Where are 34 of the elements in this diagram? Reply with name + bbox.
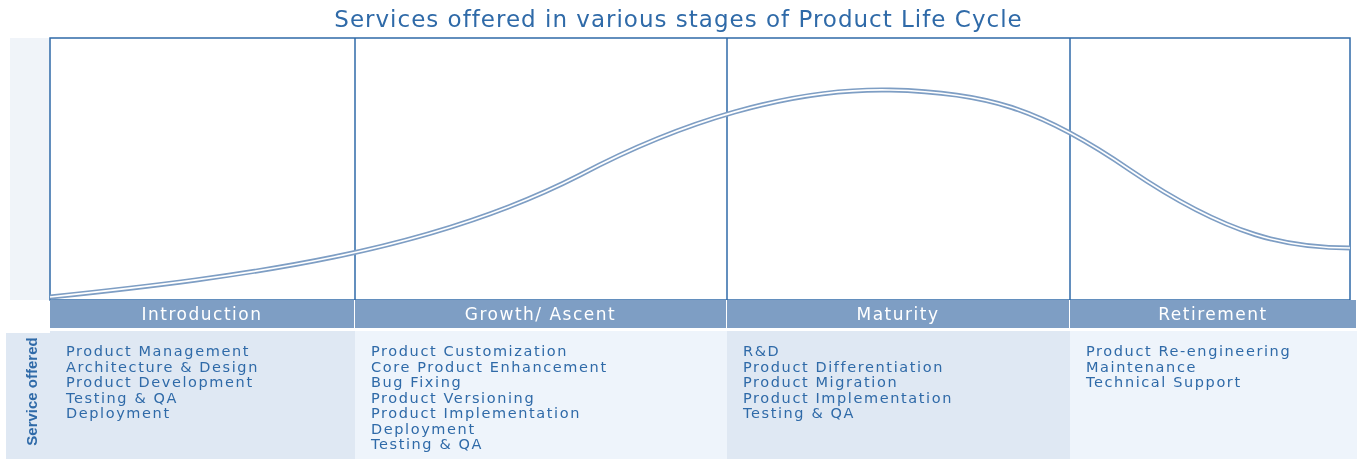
service-item: Product Customization	[371, 344, 570, 360]
stage-name: Growth/ Ascent	[464, 304, 617, 324]
service-item: Product Implementation	[743, 390, 954, 406]
axis-label: Service offered	[22, 336, 40, 447]
services-panel	[50, 331, 355, 459]
services-panel	[1070, 331, 1357, 459]
service-item: Testing & QA	[66, 390, 179, 406]
services-panel	[727, 331, 1070, 459]
service-item: Core Product Enhancement	[371, 359, 609, 375]
service-item: Bug Fixing	[371, 375, 464, 391]
service-item: Product Management	[66, 344, 251, 360]
stage-header	[1070, 300, 1357, 328]
stage-name: Maturity	[856, 304, 940, 324]
service-item: Product Differentiation	[743, 359, 945, 375]
chart-title: Services offered in various stages of Product Life Cycle	[333, 6, 1024, 32]
stage-name: Introduction	[141, 304, 263, 324]
service-item: Product Versioning	[371, 390, 537, 406]
service-item: Deployment	[66, 406, 172, 422]
service-item: Maintenance	[1086, 359, 1197, 375]
service-item: R&D	[743, 344, 782, 360]
service-item: Product Re-engineering	[1086, 344, 1293, 360]
stage-name: Retirement	[1158, 304, 1268, 324]
service-item: Architecture & Design	[66, 359, 260, 375]
stage-header	[50, 300, 355, 328]
stage-header	[727, 300, 1070, 328]
stage-header	[355, 300, 727, 328]
service-item: Testing & QA	[371, 437, 485, 453]
service-item: Product Development	[66, 375, 254, 391]
service-item: Product Implementation	[371, 406, 582, 422]
service-item: Testing & QA	[743, 406, 856, 422]
service-item: Product Migration	[743, 375, 900, 391]
service-item: Deployment	[371, 421, 476, 437]
services-panel	[355, 331, 727, 459]
service-item: Technical Support	[1086, 375, 1243, 391]
